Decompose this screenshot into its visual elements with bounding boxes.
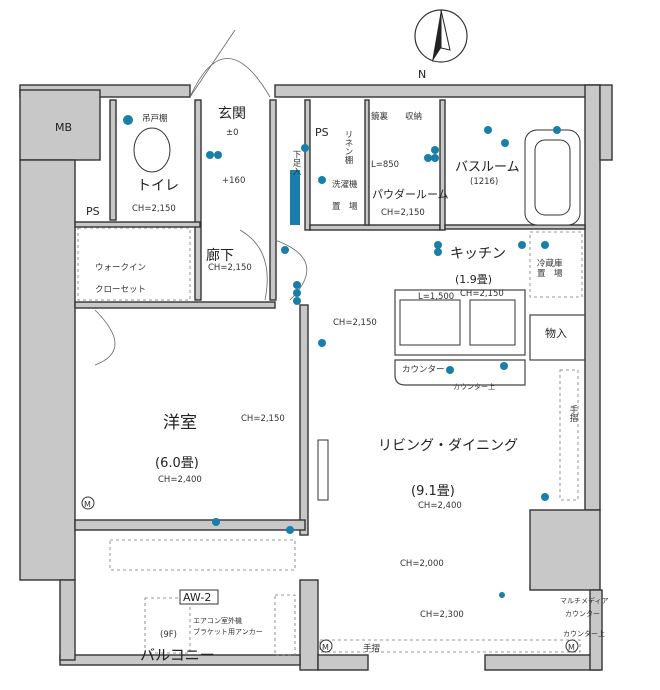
western-room-size: (6.0畳) [155,456,199,471]
powder-l: L=850 [371,160,399,170]
toilet-label: トイレ [137,178,179,194]
fridge-label-2: 置 場 [537,268,563,279]
storage-label: 物入 [545,326,567,340]
entrance-label: 玄関 [218,105,246,122]
entrance-level: ±0 [226,128,239,138]
kitchen-ch: CH=2,150 [460,289,504,299]
meter-icon: M [322,643,329,652]
ldk-top-ch: CH=2,150 [333,318,377,328]
meter-icon: M [84,500,91,509]
living-ch-2300: CH=2,300 [420,610,464,620]
powder-ch: CH=2,150 [381,208,425,218]
kitchen-size: (1.9畳) [455,273,492,286]
hallway-label: 廊下 [206,247,234,264]
meter-icon: M [568,643,575,652]
counter-top-label: カウンター上 [453,382,495,391]
ps-label-right: PS [315,126,329,139]
multimedia-label-2: カウンター [565,609,600,618]
walls [19,84,613,671]
fridge-label-1: 冷蔵庫 [537,258,563,269]
compass: N [414,9,468,81]
compass-north-label: N [418,68,426,81]
walkin-label-1: ウォークイン [95,263,146,273]
floor-label: (9F) [160,630,177,640]
living-dining-ch: CH=2,400 [418,501,462,511]
walkin-label-2: クローセット [95,285,146,295]
counter-label: カウンター [402,365,445,375]
step-level: +160 [222,176,245,186]
ps-label-left: PS [86,205,100,218]
multimedia-label-1: マルチメディア [560,596,609,605]
western-side-ch: CH=2,150 [241,414,285,424]
window-aw2-label: AW-2 [183,591,211,604]
washer-label-1: 洗濯機 [332,179,358,190]
living-ch-2000: CH=2,000 [400,559,444,569]
bathroom-size: (1216) [470,177,498,187]
western-room-label: 洋室 [163,413,197,433]
aircon-label-2: ブラケット用アンカー [193,627,263,636]
toilet-ch: CH=2,150 [132,204,176,214]
handrail-side-label: 手摺 [568,404,578,423]
balcony-label: バルコニー [140,646,215,664]
bathroom-label: バスルーム [455,160,520,175]
kitchen-label: キッチン [450,246,506,262]
living-dining-label: リビング・ダイニング [378,438,518,454]
western-room-ch: CH=2,400 [158,475,202,485]
shoe-cabinet-label: 下足入 [291,150,301,176]
hallway-ch: CH=2,150 [208,263,252,273]
washer-label-2: 置 場 [332,201,358,212]
handrail-bottom-label: 手摺 [363,643,380,654]
fixtures [77,29,586,656]
mb-label: MB [55,121,72,134]
hanging-cabinet-label: 吊戸棚 [142,113,168,124]
multimedia-label-3: カウンター上 [563,629,605,638]
mirror-storage-label: 鏡裏 収納 [371,111,422,122]
kitchen-l: L=1,500 [418,292,454,302]
powder-room-label: パウダールーム [372,187,449,201]
aircon-label-1: エアコン室外機 [193,616,242,625]
linen-shelf-label: リネン棚 [343,130,353,165]
living-dining-size: (9.1畳) [411,484,455,499]
